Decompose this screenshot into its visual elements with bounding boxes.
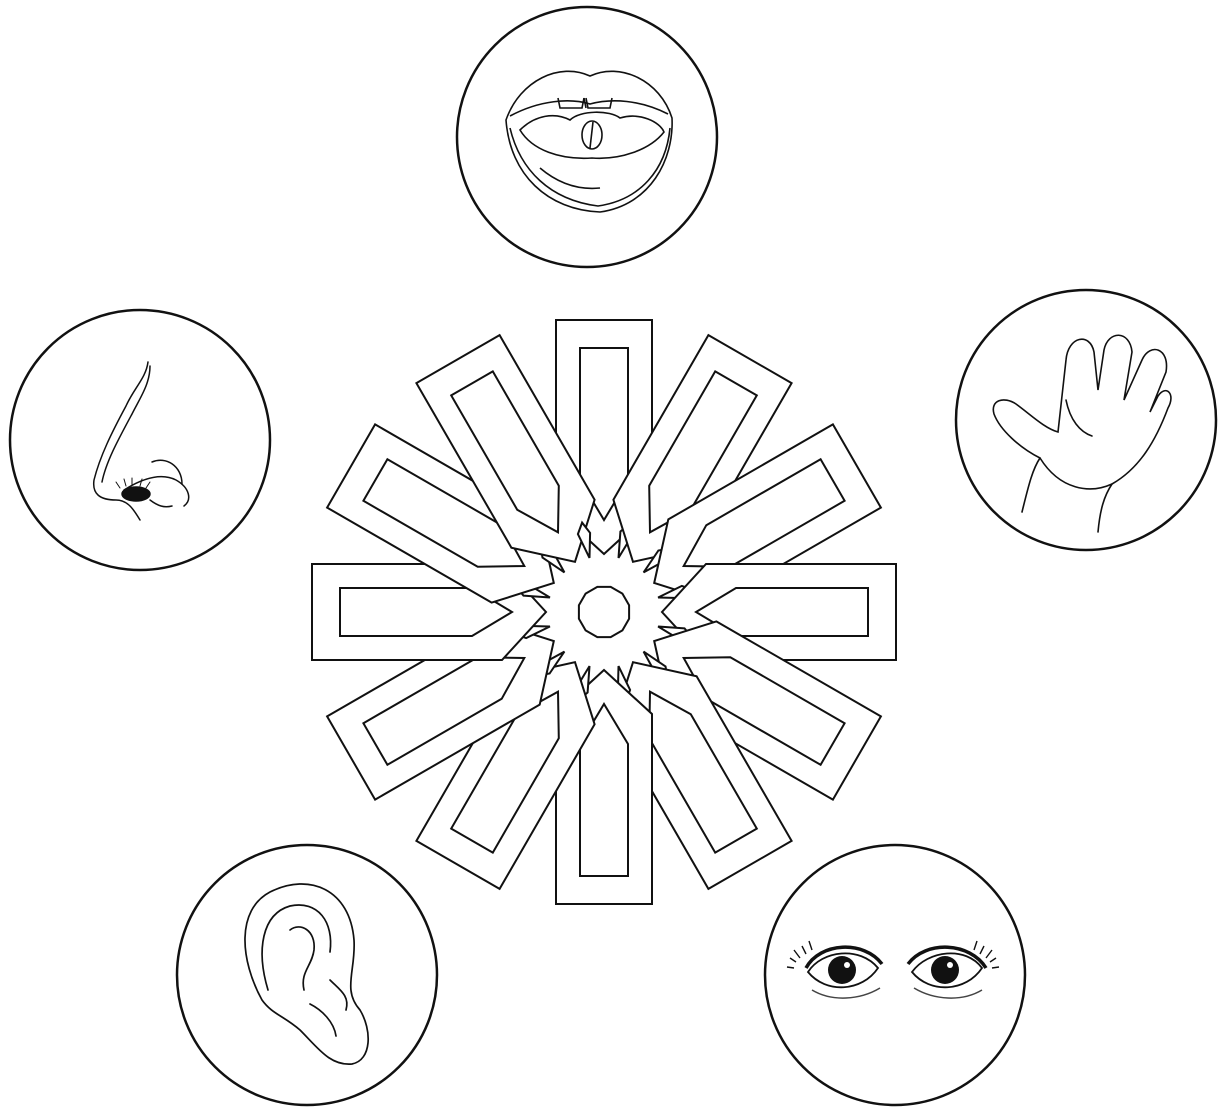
sense-touch-circle [956,290,1216,550]
sense-taste-circle [457,7,717,267]
rosette-center [579,587,629,637]
sense-hearing-circle [177,845,437,1105]
twelve-point-star-rosette-icon [312,320,896,904]
sense-sight-circle [765,845,1025,1105]
sense-smell-circle [10,310,270,570]
